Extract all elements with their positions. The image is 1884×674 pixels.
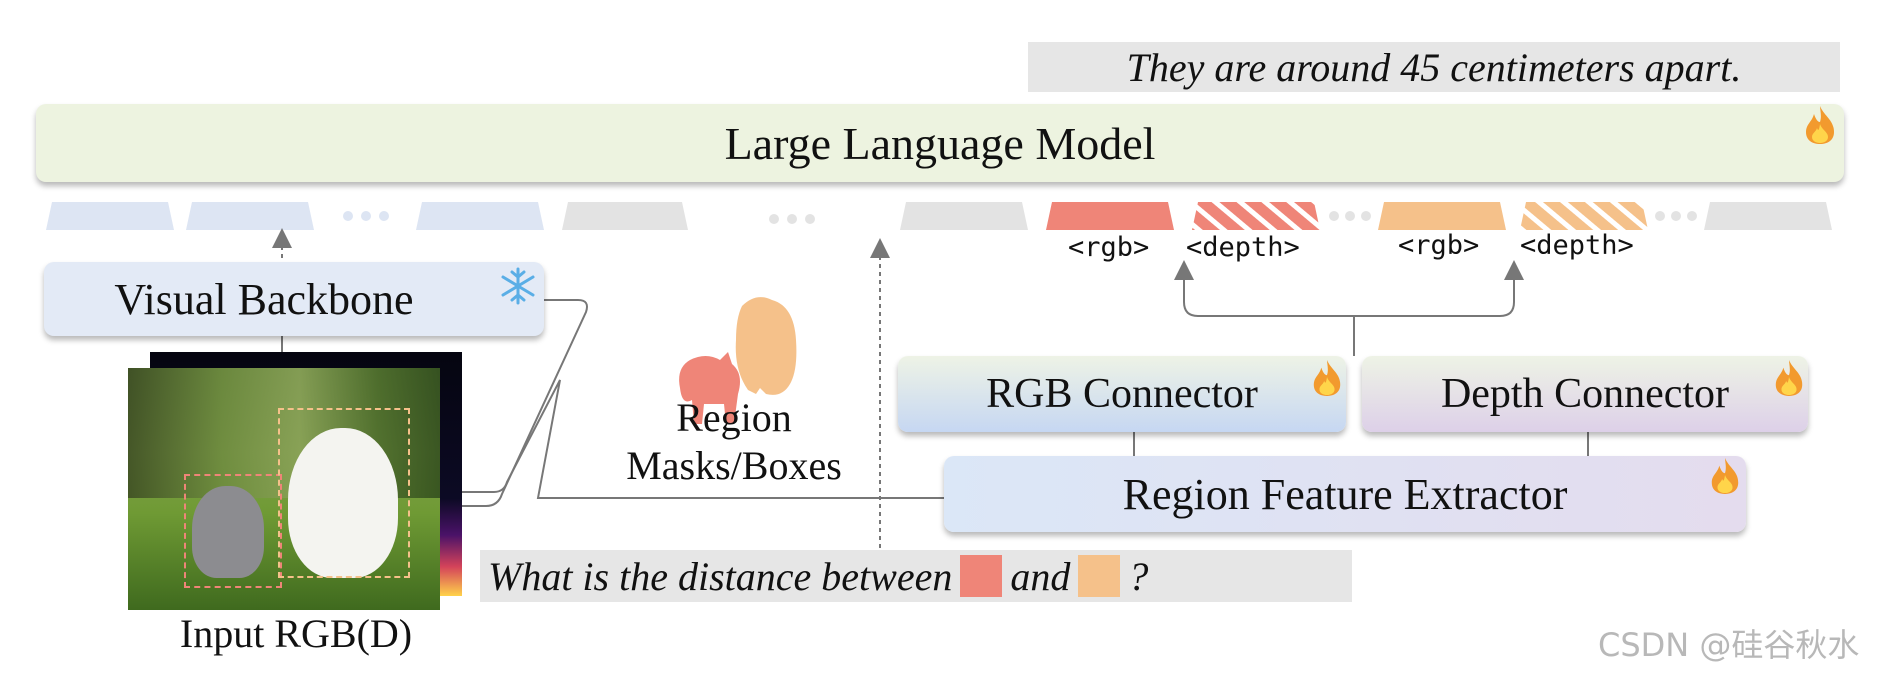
visual-backbone-label: Visual Backbone	[114, 274, 414, 324]
ellipsis-dot	[379, 211, 389, 221]
question-part2: and	[1010, 553, 1071, 599]
connector-output-line	[1354, 260, 1524, 317]
rgb-token-region2	[1378, 202, 1506, 230]
connector-output-line	[1174, 260, 1355, 356]
region-masks-icon	[679, 297, 797, 424]
visual-token	[46, 202, 174, 230]
fire-icon	[1775, 360, 1803, 396]
ellipsis-dot	[1687, 211, 1697, 221]
region-box-dog	[278, 408, 410, 578]
visual-backbone-box: Visual Backbone	[44, 262, 544, 336]
cat-mask	[679, 352, 740, 424]
text-token	[562, 202, 688, 230]
region-caption: Region Masks/Boxes	[600, 394, 868, 490]
input-rgb-image	[128, 368, 440, 610]
ellipsis-dot	[1361, 211, 1371, 221]
token-label-depth-2: <depth>	[1520, 230, 1634, 261]
ellipsis-dot	[787, 214, 797, 224]
image-to-rfe-line	[460, 379, 944, 499]
ellipsis-dot	[1329, 211, 1339, 221]
answer-text: They are around 45 centimeters apart.	[1028, 42, 1840, 92]
region-feature-extractor-box: Region Feature Extractor	[944, 456, 1746, 532]
question-part1: What is the distance between	[488, 553, 953, 599]
fire-icon	[1806, 106, 1834, 144]
llm-label: Large Language Model	[724, 117, 1156, 169]
text-token	[1704, 202, 1832, 230]
ellipsis-dot	[343, 211, 353, 221]
ellipsis-dot	[1345, 211, 1355, 221]
region-caption-line1: Region	[676, 395, 792, 440]
depth-connector-box: Depth Connector	[1362, 356, 1808, 432]
ellipsis-dot	[1671, 211, 1681, 221]
rgb-connector-label: RGB Connector	[986, 371, 1258, 417]
ellipsis-dot	[361, 211, 371, 221]
region2-swatch	[1078, 555, 1121, 597]
text-token	[900, 202, 1028, 230]
llm-box: Large Language Model	[36, 104, 1844, 182]
region-caption-line2: Masks/Boxes	[626, 443, 842, 488]
snowflake-icon	[501, 267, 535, 305]
fire-icon	[1313, 360, 1341, 396]
region-box-cat	[184, 474, 282, 588]
depth-token-region2	[1520, 202, 1648, 230]
depth-token-region1	[1192, 202, 1320, 230]
region-feature-extractor-label: Region Feature Extractor	[1122, 469, 1568, 519]
token-row	[46, 202, 1832, 230]
ellipsis-dot	[769, 214, 779, 224]
backbone-feature-line	[460, 299, 588, 507]
input-caption: Input RGB(D)	[179, 611, 413, 656]
token-label-rgb-1: <rgb>	[1068, 232, 1150, 263]
question-text: What is the distance between and ?	[480, 550, 1352, 602]
token-label-depth-1: <depth>	[1186, 232, 1300, 263]
question-part3: ?	[1128, 553, 1149, 599]
depth-connector-label: Depth Connector	[1440, 371, 1730, 417]
watermark: CSDN @硅谷秋水	[1598, 626, 1860, 664]
dog-shape	[288, 428, 398, 578]
rgb-connector-box: RGB Connector	[898, 356, 1346, 432]
visual-token	[416, 202, 544, 230]
token-label-rgb-2: <rgb>	[1398, 230, 1480, 261]
region1-swatch	[960, 555, 1003, 597]
dog-mask	[735, 297, 797, 395]
cat-shape	[192, 486, 264, 578]
fire-icon	[1711, 458, 1739, 494]
ellipsis-dot	[1655, 211, 1665, 221]
ellipsis-dot	[805, 214, 815, 224]
rgb-token-region1	[1046, 202, 1174, 230]
visual-token	[186, 202, 314, 230]
